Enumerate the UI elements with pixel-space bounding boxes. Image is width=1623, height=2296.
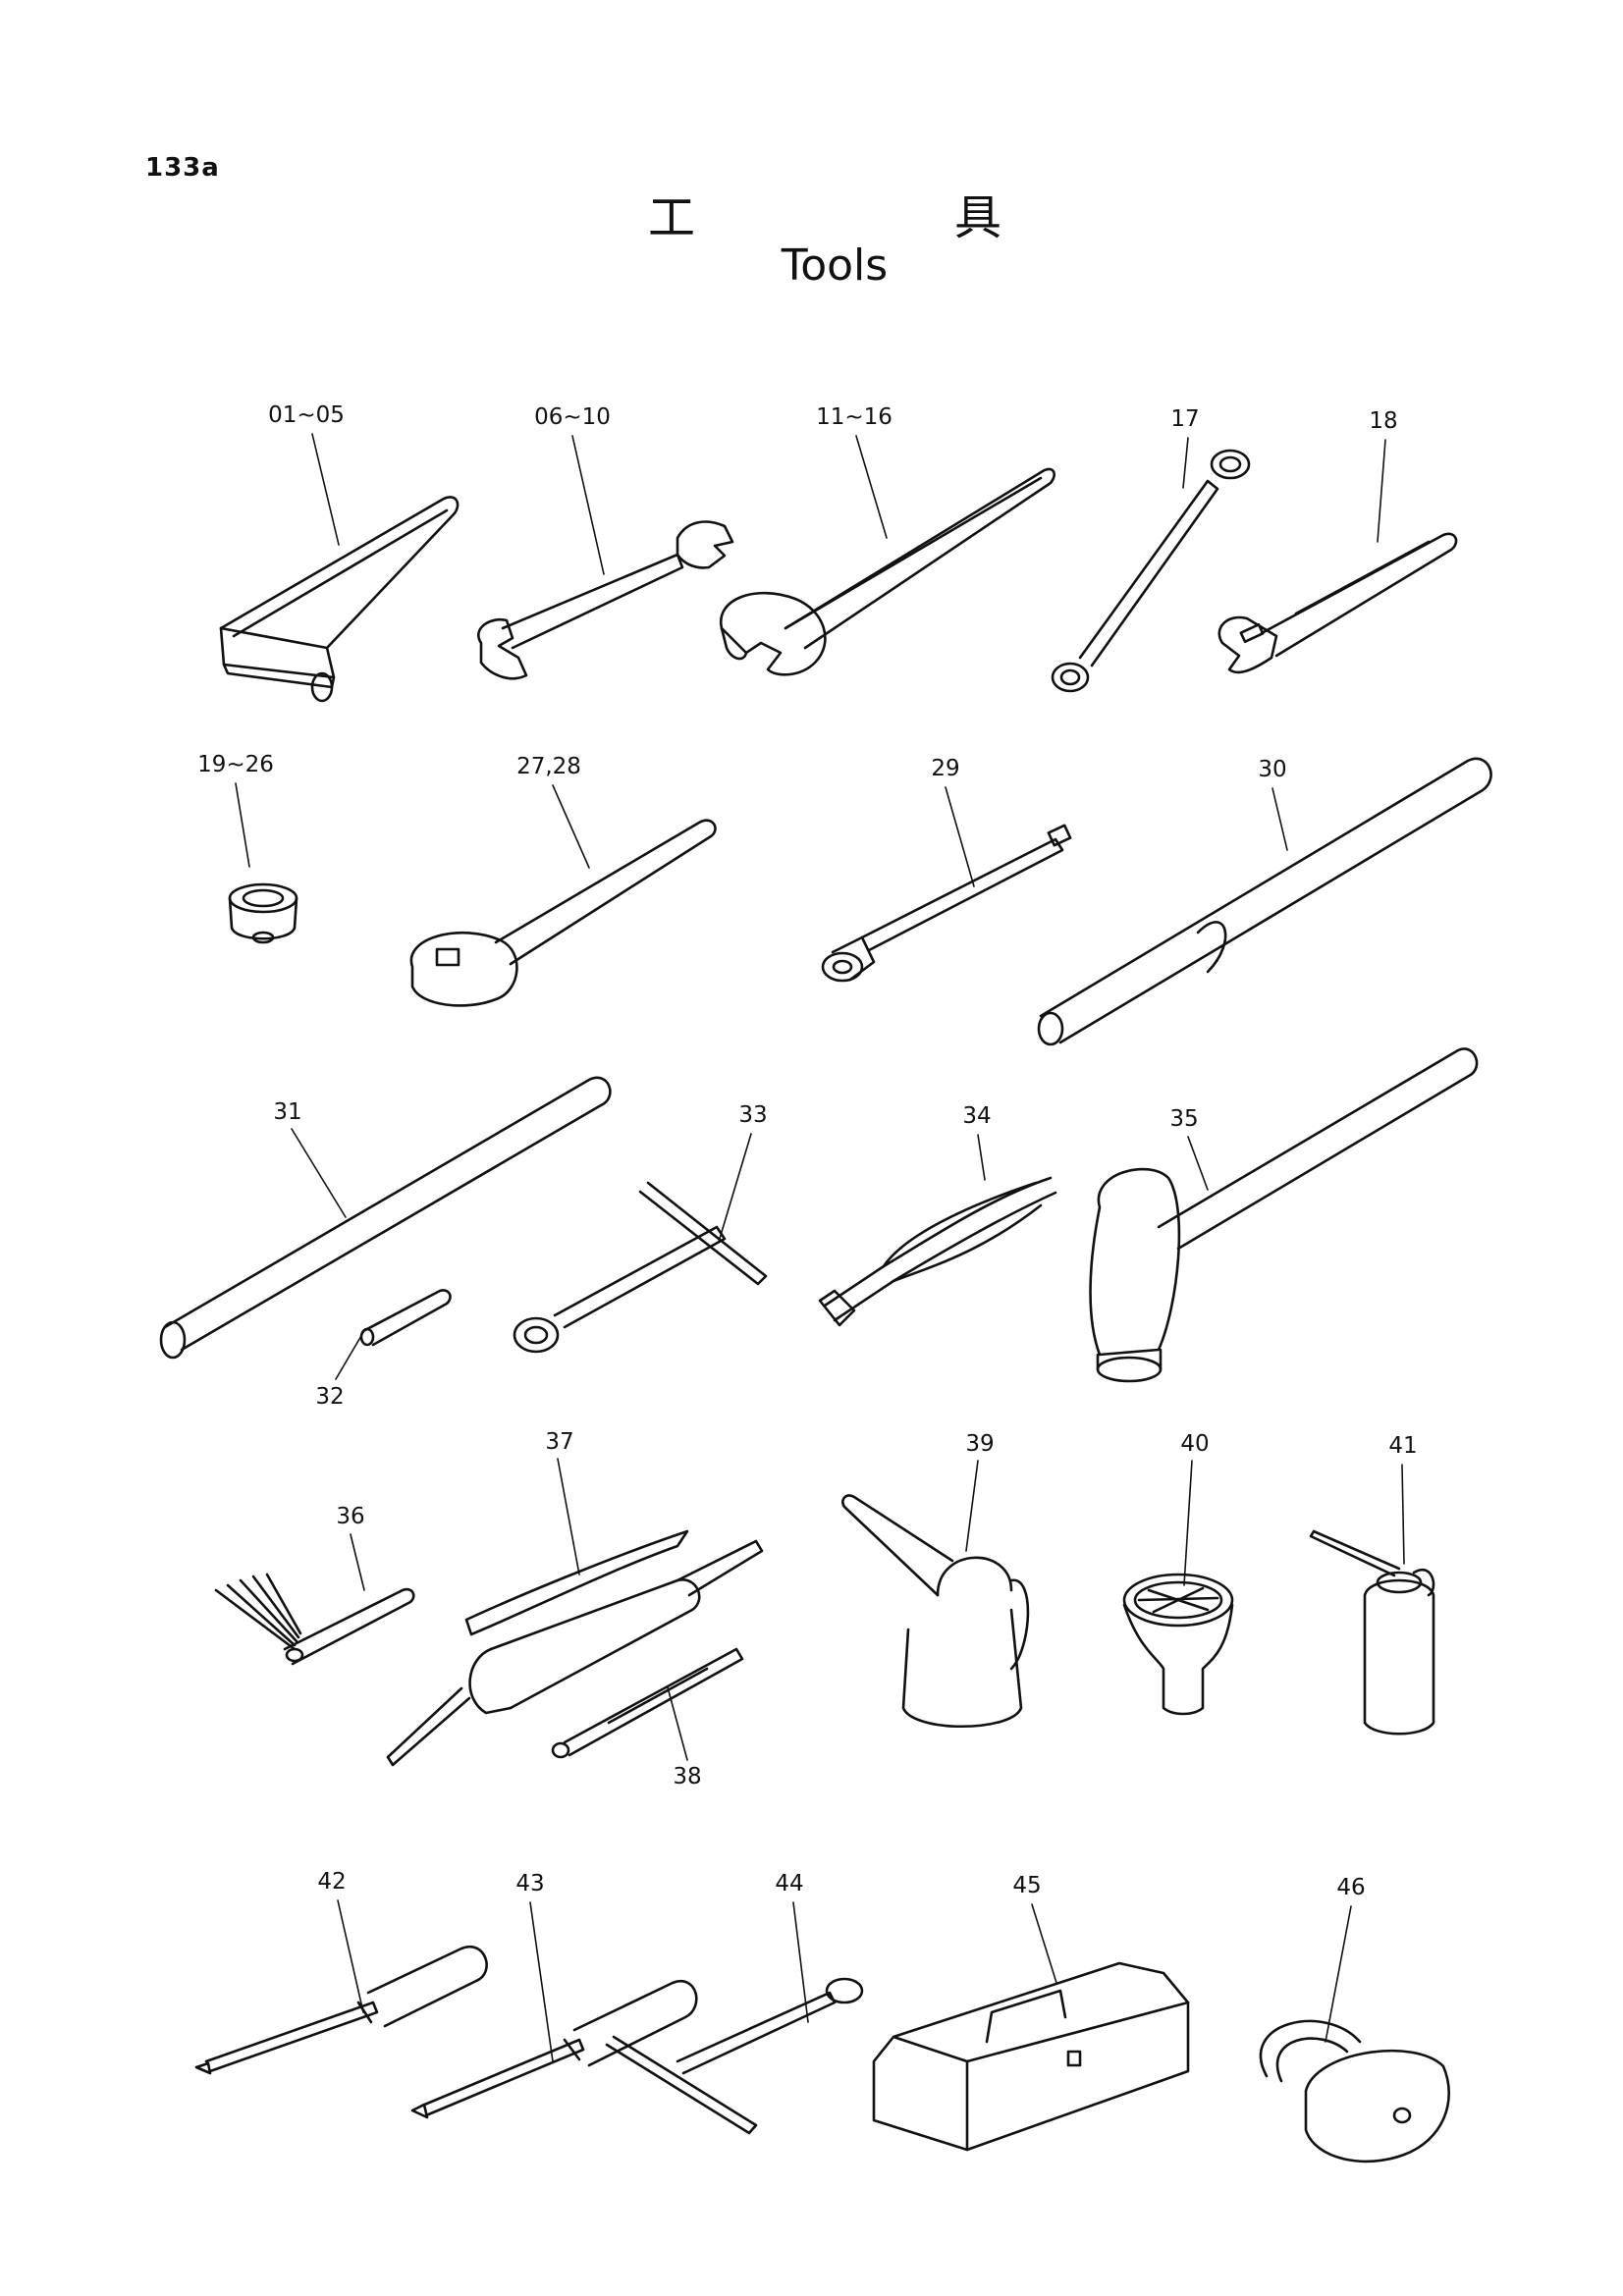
box-wrench-drawing	[1053, 451, 1249, 691]
socket-drawing	[230, 884, 297, 942]
ratchet-handle-drawing	[411, 821, 716, 1006]
title-jp-char-2: 具	[953, 190, 1001, 245]
pipe-bar-drawing	[161, 1078, 610, 1358]
page-number: 133a	[145, 153, 220, 183]
label-oil-can: 41	[1388, 1433, 1418, 1459]
label-handle-sleeve: 30	[1258, 757, 1287, 782]
label-tool-box: 45	[1012, 1873, 1042, 1898]
label-t-box-spanner: 44	[775, 1871, 804, 1896]
open-end-wrench-small-drawing	[478, 522, 732, 679]
page-title-english: Tools	[781, 240, 889, 291]
title-jp-char-1: 工	[648, 190, 696, 245]
t-socket-wrench-drawing	[514, 1183, 766, 1352]
page-title-japanese: 工 具	[648, 179, 1001, 247]
label-grease-gun: 37	[545, 1429, 574, 1455]
extension-bar-drawing	[823, 826, 1070, 981]
handle-sleeve-drawing	[1039, 759, 1491, 1044]
grease-gun-drawing	[388, 1531, 762, 1765]
label-open-end-wrench-small: 06~10	[534, 404, 611, 430]
label-extension-bar: 29	[931, 756, 960, 781]
label-box-wrench: 17	[1170, 406, 1200, 432]
label-pliers: 34	[962, 1103, 992, 1129]
funnel-strainer-drawing	[1124, 1575, 1232, 1714]
tool-box-drawing	[874, 1963, 1188, 2150]
feeler-gauge-drawing	[216, 1575, 413, 1664]
label-hex-key: 01~05	[268, 402, 345, 428]
label-grease-nozzle: 38	[673, 1764, 702, 1789]
label-oil-jug: 39	[965, 1431, 995, 1457]
label-sockets: 19~26	[197, 752, 274, 777]
pliers-drawing	[820, 1178, 1055, 1325]
hammer-drawing	[1091, 1048, 1478, 1381]
grease-nozzle-drawing	[553, 1649, 742, 1757]
leader-lines	[236, 434, 1404, 2061]
oil-can-drawing	[1311, 1531, 1434, 1734]
pin-drawing	[361, 1290, 451, 1345]
label-hammer: 35	[1169, 1106, 1199, 1132]
screwdriver-phillips-drawing	[412, 1981, 696, 2117]
label-pin: 32	[315, 1384, 345, 1410]
padlock-drawing	[1261, 2021, 1449, 2162]
oil-jug-drawing	[842, 1495, 1028, 1726]
label-screwdriver-phillips: 43	[515, 1871, 545, 1896]
label-t-socket-wrench: 33	[738, 1102, 768, 1128]
adjustable-wrench-drawing	[1219, 534, 1456, 672]
label-screwdriver-flat: 42	[317, 1869, 347, 1895]
label-padlock: 46	[1336, 1875, 1366, 1900]
label-feeler-gauge: 36	[336, 1504, 365, 1529]
label-pipe-bar: 31	[273, 1099, 302, 1125]
label-open-end-wrench-large: 11~16	[816, 404, 893, 430]
hex-key-drawing	[221, 497, 458, 701]
label-adjustable-wrench: 18	[1369, 408, 1398, 434]
label-ratchet-handle: 27,28	[516, 754, 581, 779]
screwdriver-flat-drawing	[196, 1947, 487, 2073]
open-end-wrench-large-drawing	[721, 469, 1054, 674]
t-box-spanner-drawing	[607, 1979, 862, 2133]
label-funnel-strainer: 40	[1180, 1431, 1210, 1457]
